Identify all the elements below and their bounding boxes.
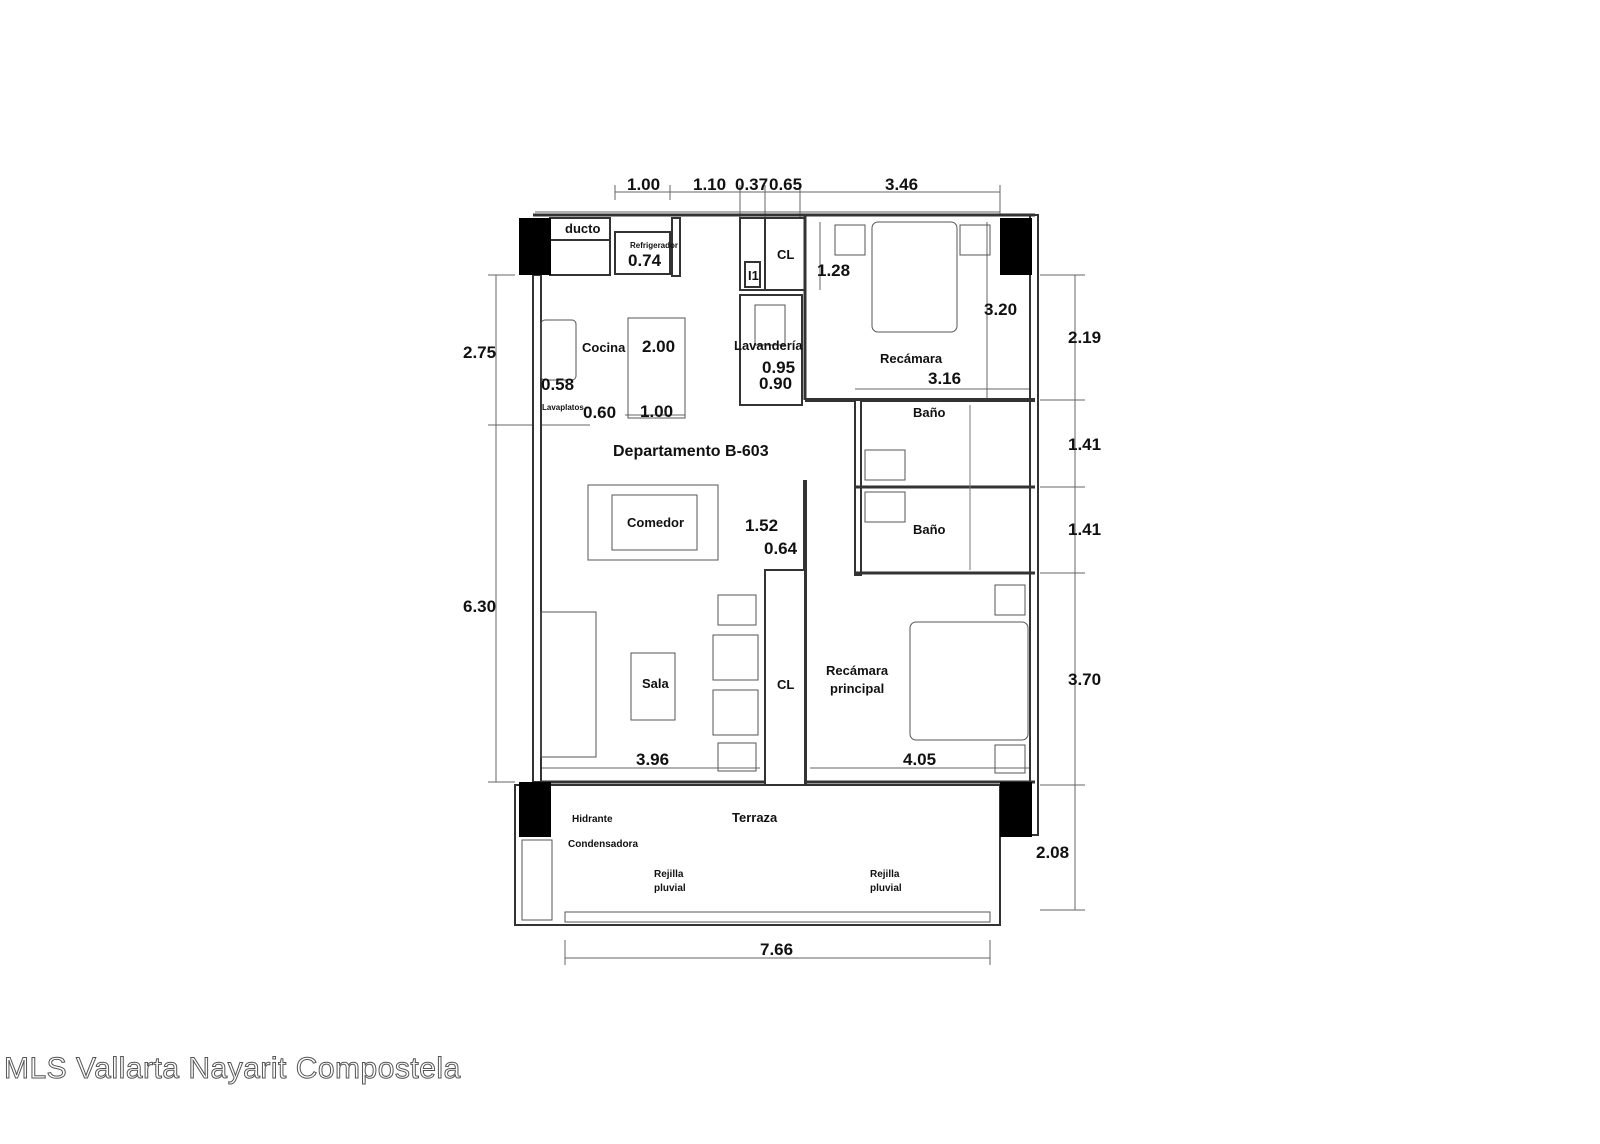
label-hidrante: Hidrante [572,814,613,825]
label-comedor: Comedor [627,515,684,530]
label-lavanderia: Lavandería [734,338,803,353]
dim-rp-w: 4.05 [903,750,936,769]
label-rejilla-2: Rejilla [870,869,900,880]
label-bano-1: Baño [913,405,946,420]
room-labels: Departamento B-603 ducto Refrigerador Co… [542,221,946,894]
label-closet-top: CL [777,247,794,262]
structural-columns [519,218,1032,837]
dim-top-4: 0.65 [769,175,802,194]
apartment-title: Departamento B-603 [613,443,769,460]
dim-isla-w: 1.00 [640,402,673,421]
dim-top-2: 1.10 [693,175,726,194]
dim-top-3: 0.37 [735,175,768,194]
label-lavaplatos: Lavaplatos [542,403,584,412]
dim-right-3: 1.41 [1068,520,1101,539]
label-condensadora: Condensadora [568,839,638,850]
dim-right-2: 1.41 [1068,435,1101,454]
label-recamara-principal-2: principal [830,681,884,696]
dimension-labels: 1.00 1.10 0.37 0.65 3.46 0.74 1.28 3.20 … [463,175,1101,959]
dim-tarja-2: 0.60 [583,403,616,422]
dim-top-1: 1.00 [627,175,660,194]
label-terraza: Terraza [732,810,778,825]
label-refrigerador: Refrigerador [630,241,678,250]
dim-lav-1: 0.95 [762,358,795,377]
label-ducto: ducto [565,221,600,236]
dim-terraza-w: 7.66 [760,940,793,959]
label-rejilla-2b: pluvial [870,883,902,894]
dim-left-2: 6.30 [463,597,496,616]
dim-tarja-1: 0.58 [541,375,574,394]
dim-pasillo-2: 0.64 [764,539,798,558]
label-rejilla-1b: pluvial [654,883,686,894]
dim-refri: 0.74 [628,251,662,270]
dim-pasillo-1: 1.52 [745,516,778,535]
dim-left-1: 2.75 [463,343,496,362]
label-bano-2: Baño [913,522,946,537]
watermark: MLS Vallarta Nayarit Compostela [4,1052,461,1086]
dim-cl-h: 1.28 [817,261,850,280]
dim-sala-w: 3.96 [636,750,669,769]
label-rejilla-1: Rejilla [654,869,684,880]
dim-right-5: 2.08 [1036,843,1069,862]
walls [514,213,1039,926]
dim-isla-h: 2.00 [642,337,675,356]
label-cocina: Cocina [582,340,626,355]
label-recamara: Recámara [880,351,943,366]
label-sala: Sala [642,676,670,691]
label-closet-bottom: CL [777,677,794,692]
label-i1: I1 [748,268,759,283]
dim-rec-h: 3.20 [984,300,1017,319]
dim-lav-2: 0.90 [759,374,792,393]
dim-right-1: 2.19 [1068,328,1101,347]
label-recamara-principal: Recámara [826,663,889,678]
dim-right-4: 3.70 [1068,670,1101,689]
dim-top-5: 3.46 [885,175,918,194]
dim-rec-w: 3.16 [928,369,961,388]
